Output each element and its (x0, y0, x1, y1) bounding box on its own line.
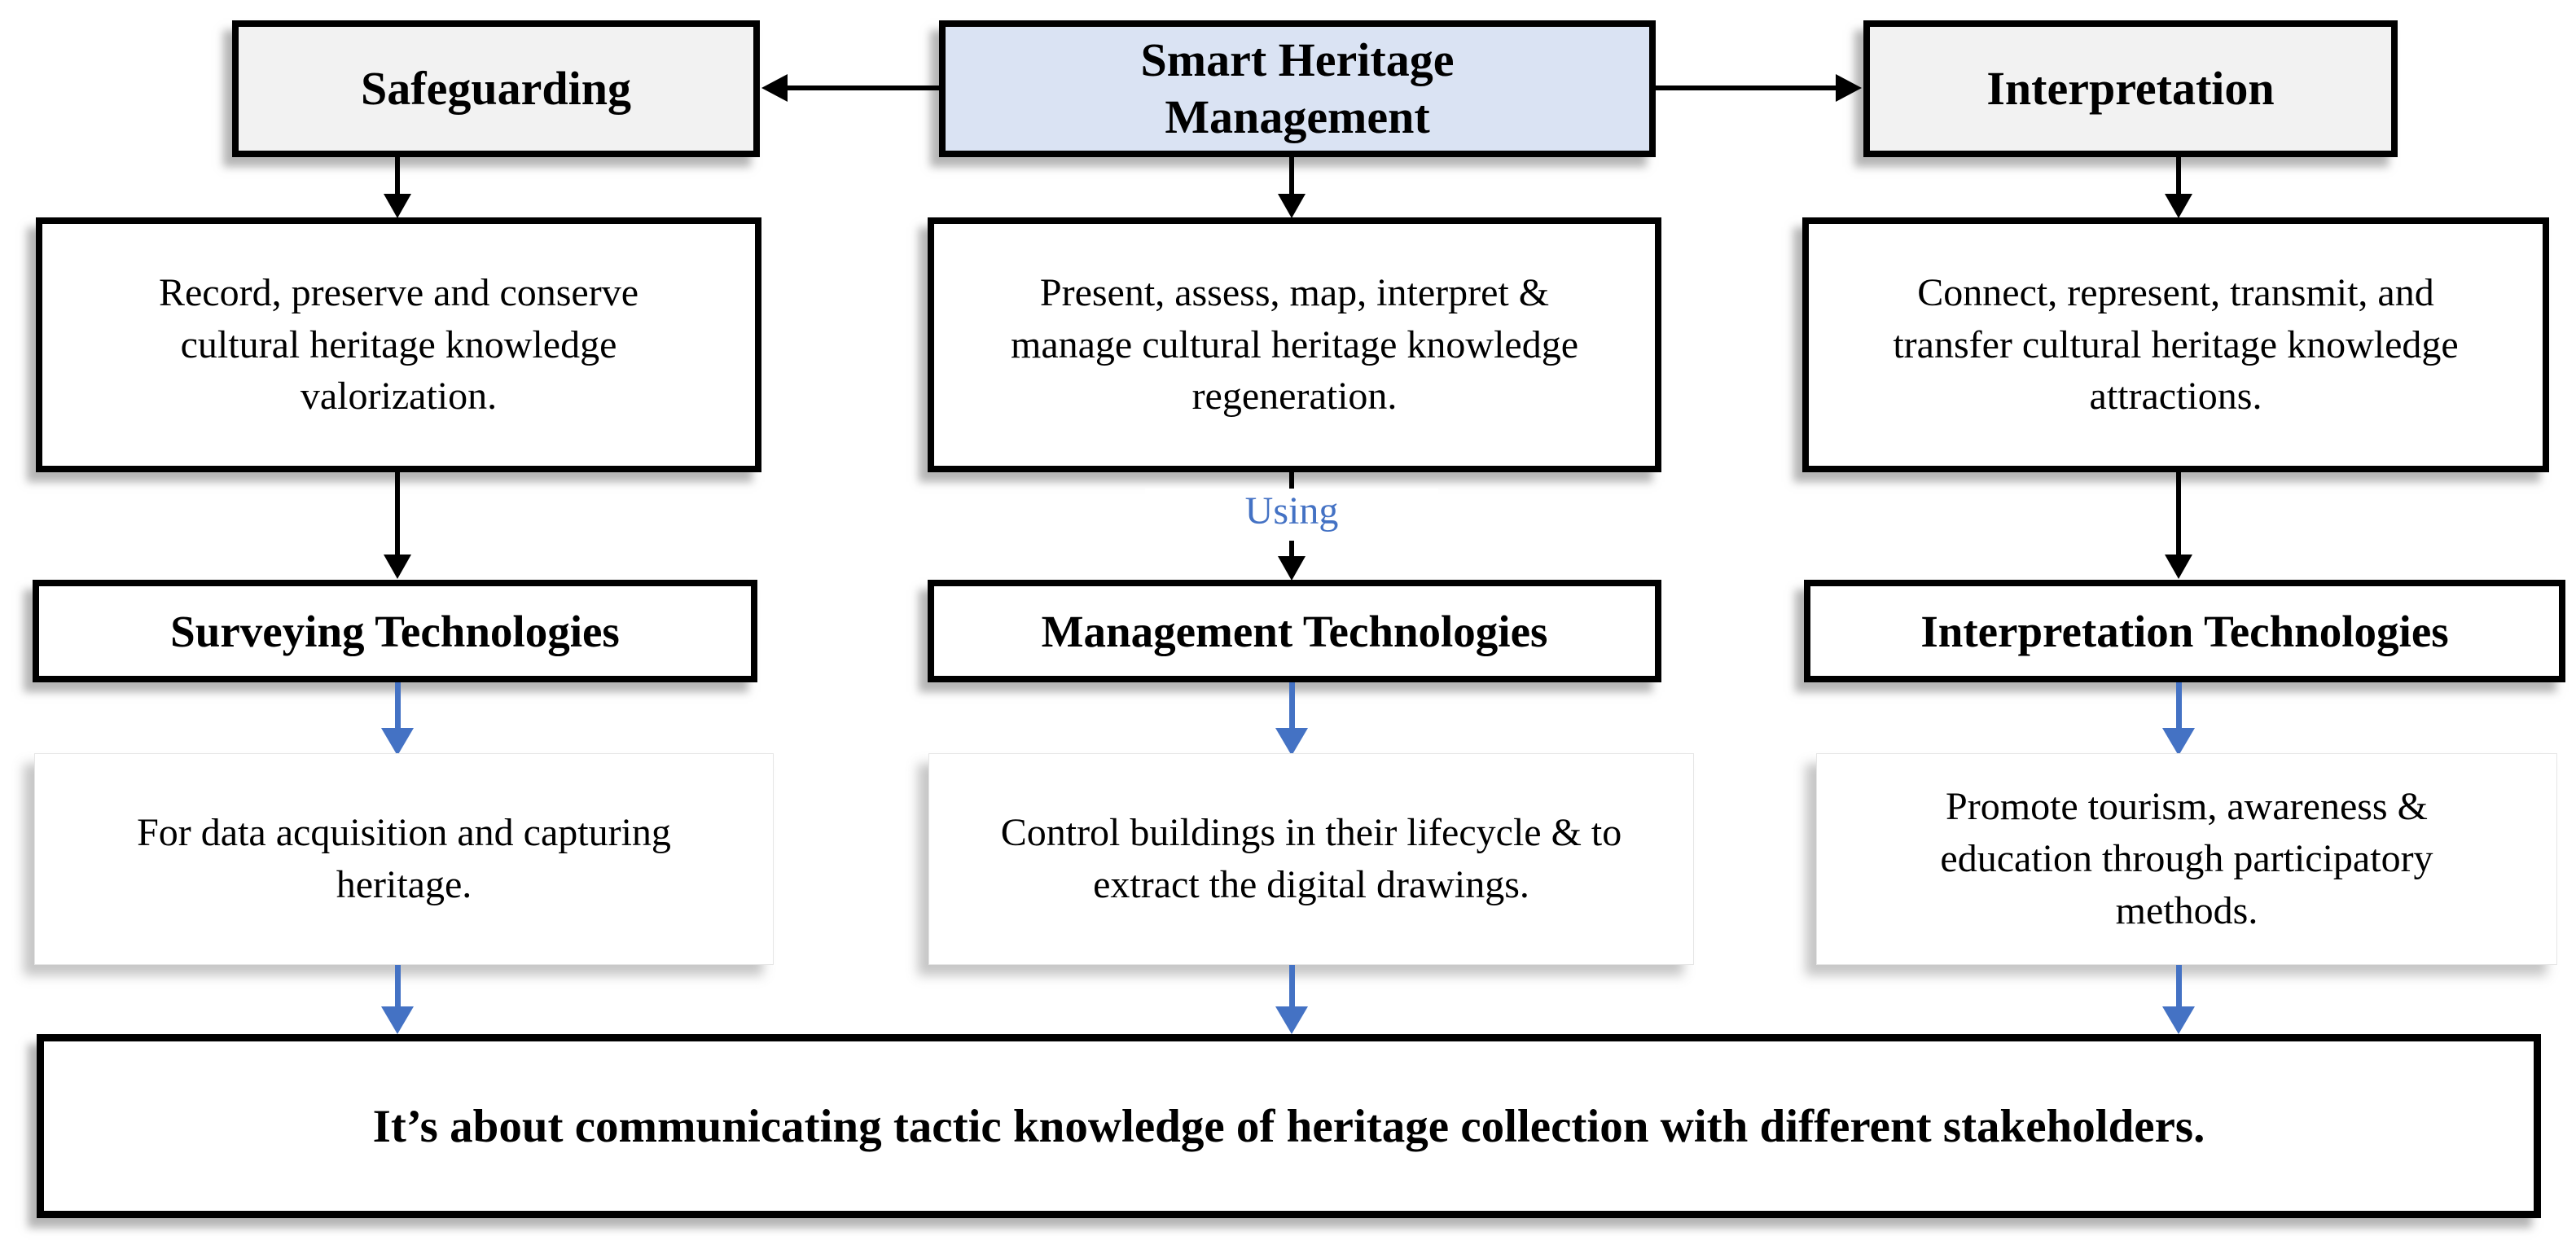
arrow-root-down-line (1289, 157, 1294, 195)
node-safeguarding-label: Safeguarding (361, 62, 631, 116)
surveying-technologies-label: Surveying Technologies (170, 606, 620, 656)
arrow-left-to-conclusion-head (381, 1006, 414, 1034)
arrow-interpretation-to-usage-head (2162, 728, 2195, 756)
arrow-management-to-usage-head (1275, 728, 1308, 756)
management-technologies-label: Management Technologies (1041, 606, 1548, 656)
arrow-root-to-interpretation-line (1656, 85, 1836, 90)
conclusion-text: It’s about communicating tactic knowledg… (372, 1100, 2205, 1152)
management-description-text: Present, assess, map, interpret & manage… (1010, 270, 1579, 419)
node-safeguarding-description: Record, preserve and conserve cultural h… (36, 217, 761, 472)
node-conclusion: It’s about communicating tactic knowledg… (37, 1034, 2541, 1218)
surveying-usage-text: For data acquisition and capturing herit… (137, 811, 671, 906)
arrow-right-to-conclusion-line (2176, 965, 2182, 1008)
arrow-to-interpretation-tech-line (2176, 472, 2181, 555)
arrow-center-to-conclusion-head (1275, 1006, 1308, 1034)
interpretation-technologies-label: Interpretation Technologies (1920, 606, 2449, 656)
management-usage-text: Control buildings in their lifecycle & t… (1000, 811, 1622, 906)
arrow-to-surveying-line (395, 472, 400, 555)
arrow-interpretation-to-usage-line (2176, 682, 2182, 730)
arrow-surveying-to-usage-line (395, 682, 401, 730)
using-connector-label: Using (1145, 489, 1438, 533)
arrow-to-management-line-lower (1289, 541, 1294, 557)
arrow-center-to-conclusion-line (1289, 965, 1295, 1008)
arrow-interpretation-down-head (2165, 194, 2192, 218)
node-surveying-technologies: Surveying Technologies (33, 580, 757, 682)
interpretation-description-text: Connect, represent, transmit, and transf… (1893, 270, 2459, 419)
arrow-safeguarding-down-head (384, 194, 411, 218)
safeguarding-description-text: Record, preserve and conserve cultural h… (158, 270, 639, 419)
node-interpretation-label: Interpretation (1986, 62, 2275, 116)
arrow-safeguarding-down-line (395, 157, 400, 195)
node-management-technologies: Management Technologies (928, 580, 1661, 682)
node-management-description: Present, assess, map, interpret & manage… (928, 217, 1661, 472)
node-interpretation: Interpretation (1863, 20, 2398, 157)
node-interpretation-usage: Promote tourism, awareness & education t… (1816, 753, 2557, 965)
arrow-root-down-head (1278, 194, 1306, 218)
node-management-usage: Control buildings in their lifecycle & t… (928, 753, 1694, 965)
interpretation-usage-text: Promote tourism, awareness & education t… (1940, 785, 2433, 932)
arrow-to-management-line-upper (1289, 472, 1294, 492)
arrow-interpretation-down-line (2176, 157, 2181, 195)
node-safeguarding: Safeguarding (232, 20, 760, 157)
arrow-root-to-interpretation-head (1836, 74, 1862, 102)
arrow-right-to-conclusion-head (2162, 1006, 2195, 1034)
arrow-surveying-to-usage-head (381, 728, 414, 756)
node-interpretation-description: Connect, represent, transmit, and transf… (1802, 217, 2549, 472)
arrow-to-surveying-head (384, 555, 411, 579)
arrow-management-to-usage-line (1289, 682, 1295, 730)
node-smart-heritage-management: Smart Heritage Management (939, 20, 1656, 157)
arrow-left-to-conclusion-line (395, 965, 401, 1008)
arrow-to-interpretation-tech-head (2165, 555, 2192, 579)
node-interpretation-technologies: Interpretation Technologies (1804, 580, 2565, 682)
arrow-root-to-safeguarding-head (761, 74, 788, 102)
node-smart-heritage-management-label: Smart Heritage Management (1140, 33, 1455, 143)
node-surveying-usage: For data acquisition and capturing herit… (34, 753, 774, 965)
arrow-root-to-safeguarding-line (788, 85, 939, 90)
arrow-to-management-head (1278, 556, 1306, 581)
